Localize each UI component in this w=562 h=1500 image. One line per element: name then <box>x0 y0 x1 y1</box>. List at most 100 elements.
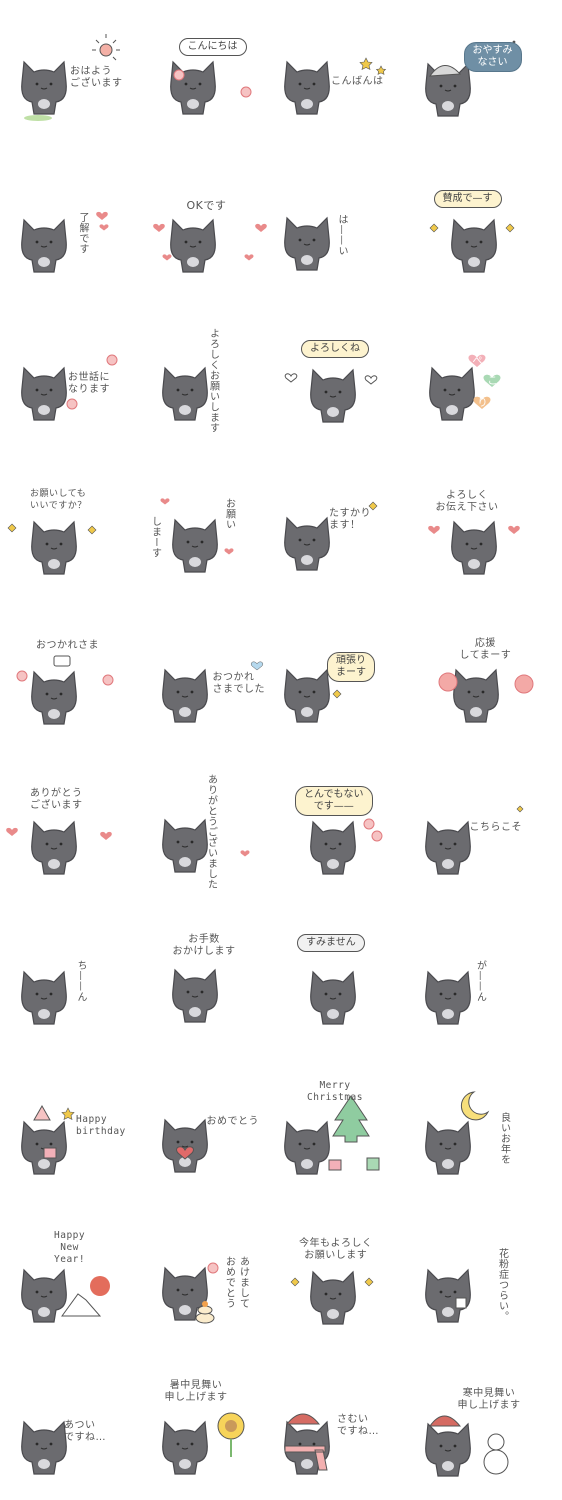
cup-icon <box>53 655 71 667</box>
sticker-good-night[interactable]: おやすみ なさい <box>422 0 562 150</box>
sticker-thank-you-past[interactable]: ありがとうございました <box>141 750 282 900</box>
moon-icon <box>460 1091 489 1121</box>
cat-icon <box>424 40 519 117</box>
sticker-may-i-ask[interactable]: お願いしても いいですか？ <box>0 450 141 600</box>
sticker-text: 花粉症つらい。 <box>496 1248 508 1322</box>
heart-icon <box>159 498 234 555</box>
sparkle-icon <box>516 805 523 813</box>
star-icon <box>359 57 387 75</box>
sticker-cold[interactable]: さむい ですね… <box>281 1350 422 1500</box>
sparkle-icon <box>368 501 378 511</box>
sticker-please[interactable]: お願い しまーす <box>141 450 282 600</box>
flower-icon <box>363 818 383 842</box>
sticker-not-at-all[interactable]: とんでもない です—— <box>281 750 422 900</box>
sticker-do-my-best[interactable]: 頑張り まーす <box>281 600 422 750</box>
sticker-hay-fever[interactable]: 花粉症つらい。 <box>422 1200 562 1350</box>
cat-icon <box>21 354 118 421</box>
sunflower-icon <box>217 1412 244 1457</box>
sticker-understood[interactable]: 了解です <box>0 150 141 300</box>
sticker-send-regards[interactable]: よろしく お伝え下さい <box>422 450 562 600</box>
sticker-text: ち——ん <box>75 960 86 1002</box>
cat-icon <box>424 805 523 875</box>
sticker-text: 暑中見舞い 申し上げます <box>164 1380 228 1403</box>
speech-bubble: すみません <box>297 934 365 952</box>
sticker-yes[interactable]: は——い <box>281 150 422 300</box>
sticker-text: Happy birthday <box>76 1114 126 1137</box>
cat-icon <box>152 219 267 273</box>
sticker-happy-new-year[interactable]: Happy New Year! <box>0 1200 141 1350</box>
sticker-thanks-for-help[interactable]: お世話に なります <box>0 300 141 450</box>
cat-icon <box>310 818 383 875</box>
sticker-text: 応援 してまーす <box>459 638 512 661</box>
sticker-hot[interactable]: あつい ですね… <box>0 1350 141 1500</box>
cat-icon <box>290 1271 374 1325</box>
sticker-chiin[interactable]: ち——ん <box>0 900 141 1050</box>
heart-icon <box>250 661 263 671</box>
sticker-text: よろしくお願いします <box>207 328 219 433</box>
sticker-sorry[interactable]: すみません <box>281 900 422 1050</box>
heart-icon <box>152 223 267 261</box>
star-icon <box>61 1107 75 1121</box>
sticker-good-work[interactable]: おつかれさま <box>0 600 141 750</box>
speech-bubble: 頑張り まーす <box>327 652 375 682</box>
sticker-likewise[interactable]: こちらこそ <box>422 750 562 900</box>
sunrise-icon <box>90 1276 110 1296</box>
sticker-good-morning[interactable]: おはよう ございます <box>0 0 141 150</box>
cat-icon <box>161 819 250 873</box>
sticker-good-work-past[interactable]: おつかれ さまでした <box>141 600 282 750</box>
sticker-this-year-too[interactable]: 今年もよろしく お願いします <box>281 1200 422 1350</box>
sticker-happy-new-year-eve[interactable]: 良いお年を <box>422 1050 562 1200</box>
sticker-text: おつかれ さまでした <box>212 672 265 695</box>
cat-icon <box>284 369 378 423</box>
sticker-happy-birthday[interactable]: Happy birthday <box>0 1050 141 1200</box>
heart-icon <box>96 211 109 231</box>
tissue-icon <box>455 1297 466 1309</box>
cat-icon <box>284 501 378 571</box>
heart-icon <box>175 1146 194 1160</box>
sticker-text: 了解です <box>77 212 88 254</box>
sticker-good-evening[interactable]: こんばんは <box>281 0 422 150</box>
cat-icon <box>284 1413 330 1475</box>
cat-icon <box>21 971 67 1025</box>
sticker-congratulations[interactable]: おめでとう <box>141 1050 282 1200</box>
sparkle-icon <box>332 689 342 699</box>
speech-bubble: とんでもない です—— <box>295 786 373 816</box>
cat-icon <box>161 1119 208 1173</box>
sticker-akemashite[interactable]: あけまして おめでとう <box>141 1200 282 1350</box>
sticker-merry-christmas[interactable]: Merry Christmas <box>281 1050 422 1200</box>
sticker-text: お願い <box>223 498 235 530</box>
cat-icon <box>429 219 514 273</box>
sticker-hello[interactable]: こんにちは <box>141 0 282 150</box>
flower-icon <box>173 69 251 98</box>
beanie-icon <box>428 1415 461 1427</box>
sparkle-icon <box>290 1277 374 1287</box>
sticker-text: ありがとう ございます <box>30 788 83 811</box>
sticker-helpful[interactable]: たすかり ます！ <box>281 450 422 600</box>
sticker-bow[interactable]: ぺ こ り <box>422 300 562 450</box>
sticker-gaan[interactable]: が——ん <box>422 900 562 1050</box>
sticker-regards[interactable]: よろしくね <box>281 300 422 450</box>
cat-icon <box>159 498 234 573</box>
sticker-please-regards[interactable]: よろしくお願いします <box>141 300 282 450</box>
cat-icon <box>427 521 520 575</box>
cat-icon <box>284 217 330 271</box>
flower-icon <box>16 670 114 686</box>
flower-icon <box>207 1262 218 1274</box>
sticker-summer-greeting[interactable]: 暑中見舞い 申し上げます <box>141 1350 282 1500</box>
cat-icon <box>428 354 500 421</box>
kagami-mochi-icon <box>195 1301 214 1324</box>
cat-icon <box>161 1262 218 1324</box>
sticker-ok[interactable]: OKです <box>141 150 282 300</box>
sticker-text: さむい ですね… <box>337 1414 379 1437</box>
sticker-thank-you[interactable]: ありがとう ございます <box>0 750 141 900</box>
nightcap-icon <box>428 65 461 77</box>
sticker-cheering[interactable]: 応援 してまーす <box>422 600 562 750</box>
sticker-winter-greeting[interactable]: 寒中見舞い 申し上げます <box>422 1350 562 1500</box>
sticker-agree[interactable]: 賛成で—す <box>422 150 562 300</box>
heart-icon <box>427 525 520 534</box>
speech-bubble: よろしくね <box>301 340 369 358</box>
sticker-sorry-trouble[interactable]: お手数 おかけします <box>141 900 282 1050</box>
cat-icon <box>284 669 342 723</box>
cat-icon <box>438 669 533 723</box>
sticker-text: 寒中見舞い 申し上げます <box>457 1388 521 1411</box>
